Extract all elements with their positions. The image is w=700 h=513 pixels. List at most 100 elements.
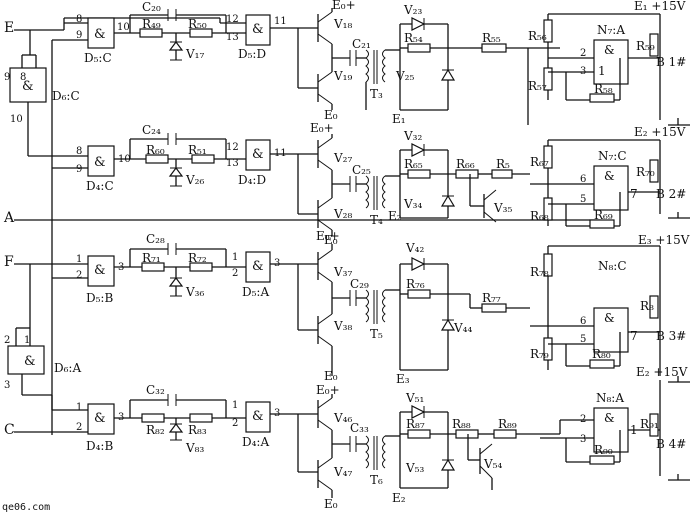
component-body bbox=[7, 345, 45, 375]
wire bbox=[317, 335, 333, 347]
diode-symbol bbox=[168, 423, 184, 433]
component-body bbox=[141, 262, 165, 272]
component-label: C₂₅ bbox=[352, 163, 371, 177]
diode-symbol bbox=[440, 68, 456, 81]
label-n8c: N₈:C bbox=[598, 259, 627, 273]
component-label: & bbox=[22, 79, 34, 94]
component-label: V₃₂ bbox=[403, 129, 422, 143]
component-label: V₅₄ bbox=[483, 457, 502, 471]
component-label: V₂₇ bbox=[333, 151, 352, 165]
diode-symbol bbox=[168, 41, 184, 51]
transformer-coil bbox=[382, 49, 386, 83]
component-label: 2 bbox=[76, 422, 82, 433]
component-body bbox=[593, 39, 629, 85]
label-d5c: D₅:C bbox=[84, 51, 112, 65]
component-body bbox=[649, 295, 659, 319]
transformer-coil bbox=[382, 435, 386, 469]
diode-symbol bbox=[440, 194, 456, 207]
diode-symbol bbox=[411, 405, 426, 419]
component-label: R₇₆ bbox=[406, 277, 425, 291]
component-label: V₄₆ bbox=[333, 411, 352, 425]
supply-4: E₂ +15V bbox=[636, 365, 688, 379]
component-label: E₃ bbox=[396, 372, 410, 386]
component-body bbox=[9, 67, 47, 103]
label-n7a: N₇:A bbox=[597, 23, 625, 37]
wire bbox=[317, 249, 333, 261]
component-label: 2 bbox=[4, 335, 10, 346]
label-d5d: D₅:D bbox=[238, 47, 266, 61]
label-d6a: D₆:A bbox=[54, 361, 81, 375]
component-label: R₆₀ bbox=[146, 143, 165, 157]
component-body bbox=[189, 262, 213, 272]
component-body bbox=[593, 407, 629, 453]
component-label: & bbox=[94, 411, 106, 426]
channel-3: & 1 2 3 D₅:B R₇₁ R₇₂ C₂₈ V₃₆ & 1 2 3 D₅:… bbox=[76, 229, 690, 386]
transformer-coil bbox=[365, 289, 369, 323]
component-label: R₇₁ bbox=[142, 251, 161, 265]
component-label: & bbox=[94, 155, 106, 170]
component-body bbox=[87, 255, 115, 287]
component-body bbox=[589, 455, 615, 465]
component-label: T₄ bbox=[370, 213, 383, 227]
diode-symbol bbox=[411, 143, 426, 157]
diode-symbol bbox=[440, 458, 456, 471]
transformer-coil bbox=[382, 175, 386, 209]
component-label: 12 bbox=[226, 14, 239, 25]
component-body bbox=[87, 145, 115, 177]
component-label: 2 bbox=[232, 268, 238, 279]
resistor bbox=[189, 28, 213, 38]
label-d4a: D₄:A bbox=[242, 435, 269, 449]
component-label: 8 bbox=[20, 72, 26, 83]
component-body bbox=[493, 429, 517, 439]
component-label: V₄₇ bbox=[333, 465, 352, 479]
component-label: & bbox=[604, 311, 615, 325]
component-body bbox=[481, 303, 507, 313]
component-label: T₆ bbox=[370, 473, 383, 487]
component-label: E₁ bbox=[392, 112, 406, 126]
transformer-coil bbox=[365, 175, 369, 209]
component-label: 1 bbox=[598, 64, 606, 78]
component-label: R₇₈ bbox=[530, 265, 549, 279]
component-label: & bbox=[94, 27, 106, 42]
component-label: R₈₇ bbox=[406, 417, 425, 431]
component-label: E₂ bbox=[392, 491, 406, 505]
wire bbox=[317, 271, 333, 283]
component-label: 13 bbox=[226, 158, 239, 169]
component-label: 1 bbox=[232, 400, 238, 411]
wire bbox=[317, 313, 333, 325]
component-body bbox=[491, 169, 513, 179]
component-label: V₃₇ bbox=[333, 265, 352, 279]
transformer-coil bbox=[365, 435, 369, 469]
watermark-text: qe06.com bbox=[2, 502, 50, 513]
resistor bbox=[139, 28, 163, 38]
diode-symbol bbox=[440, 318, 456, 331]
component-label: E₀ bbox=[324, 369, 338, 383]
component-body bbox=[481, 43, 507, 53]
wire bbox=[317, 159, 333, 171]
label-d5a: D₅:A bbox=[242, 285, 269, 299]
component-label: 11 bbox=[274, 16, 287, 27]
component-label: V₄₄ bbox=[453, 321, 472, 335]
diode-symbol bbox=[411, 257, 426, 271]
component-label: C₂₈ bbox=[146, 232, 165, 246]
transformer-coil bbox=[365, 49, 369, 83]
output-3: B 3# bbox=[656, 329, 686, 343]
component-label: R₈₉ bbox=[498, 417, 517, 431]
component-label: R₅₅ bbox=[482, 31, 501, 45]
component-body bbox=[589, 93, 615, 103]
channel-1: & 8 9 10 D₅:C R₄₉ R₅₀ C₂₀ V₁₇ & 12 13 11… bbox=[76, 0, 690, 126]
component-label: R₉₁ bbox=[640, 417, 659, 431]
component-body bbox=[87, 403, 115, 435]
component-label: R₈ bbox=[640, 299, 654, 313]
component-label: 7 bbox=[630, 187, 638, 201]
component-label: V₃₈ bbox=[333, 319, 352, 333]
component-label: 2 bbox=[580, 48, 586, 59]
component-label: 5 bbox=[580, 194, 586, 205]
component-body bbox=[407, 289, 431, 299]
component-label: 10 bbox=[10, 114, 23, 125]
component-label: R₆₉ bbox=[594, 208, 613, 222]
component-label: T₃ bbox=[370, 87, 383, 101]
wire bbox=[317, 71, 333, 83]
wire bbox=[317, 457, 333, 469]
component-body bbox=[191, 154, 215, 164]
